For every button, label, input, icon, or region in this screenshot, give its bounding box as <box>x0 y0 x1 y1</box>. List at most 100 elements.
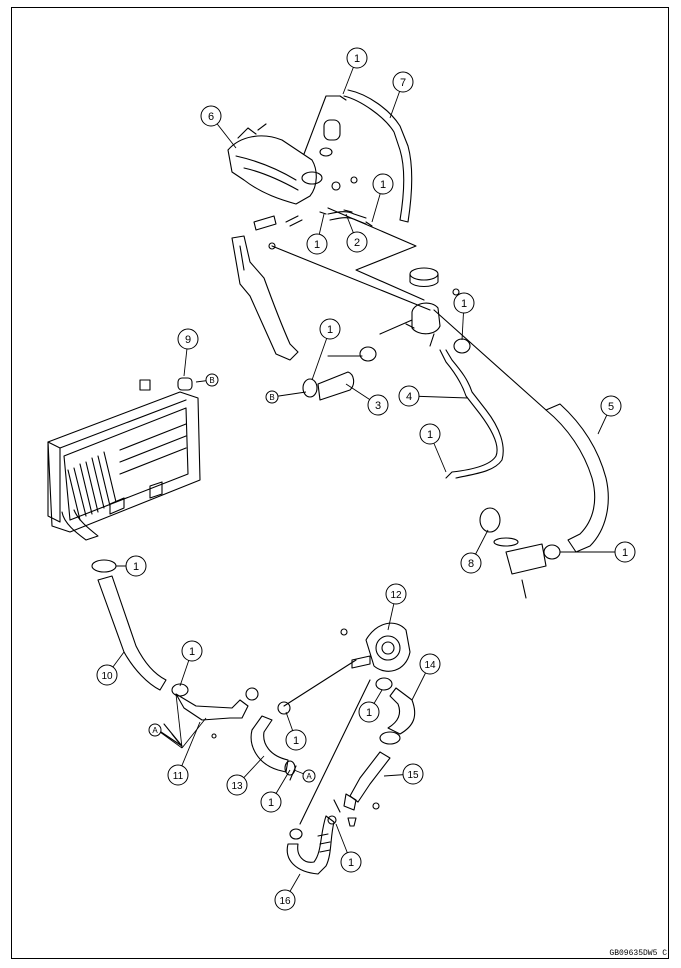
callout-circle <box>367 394 389 416</box>
callout-label: 11 <box>173 771 184 782</box>
callout-13: 13 <box>226 755 265 796</box>
callout-8: 8 <box>460 529 489 574</box>
callout-label: 9 <box>185 334 191 346</box>
callout-9: 9 <box>177 328 199 377</box>
callout-circle <box>260 791 282 813</box>
callout-1b: 1 <box>371 173 394 223</box>
callout-B2: B <box>265 390 307 404</box>
callout-10: 10 <box>96 651 125 686</box>
callout-A1-leaders <box>159 693 207 749</box>
callout-label: 14 <box>424 660 436 671</box>
bypass-hose <box>250 715 289 773</box>
callout-4: 4 <box>398 385 469 407</box>
callout-2: 2 <box>345 213 368 253</box>
callout-circle <box>200 105 222 127</box>
callout-circle <box>614 541 636 563</box>
callout-1k: 1 <box>358 689 383 723</box>
thermostat <box>479 507 561 599</box>
callout-label: 1 <box>366 707 372 719</box>
callout-label: 16 <box>279 896 291 907</box>
callout-circle <box>167 764 189 786</box>
callout-label: 1 <box>268 797 274 809</box>
callout-label: 1 <box>189 646 195 658</box>
callout-1h: 1 <box>116 555 147 577</box>
tank-bracket <box>231 215 299 361</box>
callout-circle <box>385 583 407 605</box>
callout-circle <box>600 395 622 417</box>
callout-circle <box>181 640 203 662</box>
callout-circle <box>340 851 362 873</box>
callout-label: A <box>306 772 312 781</box>
callout-1c: 1 <box>306 213 328 255</box>
large-hose <box>545 403 609 553</box>
callout-label: 8 <box>468 558 474 570</box>
callout-16: 16 <box>274 873 301 911</box>
callout-label: 1 <box>133 561 139 573</box>
callout-label: 1 <box>293 735 299 747</box>
callout-label: 4 <box>406 391 412 403</box>
callout-circle <box>419 653 441 675</box>
callout-1g: 1 <box>560 541 636 563</box>
callout-11: 11 <box>167 721 201 786</box>
callout-circle <box>274 889 296 911</box>
image-code: GB09635DW5 C <box>609 949 667 958</box>
thin-hose <box>439 349 504 479</box>
callout-label: 1 <box>354 53 360 65</box>
callout-label: 1 <box>461 298 467 310</box>
callout-circle <box>177 328 199 350</box>
callout-label: 1 <box>314 239 320 251</box>
callout-circle <box>96 664 118 686</box>
callout-A2: A <box>293 769 316 783</box>
callout-B1: B <box>195 373 219 387</box>
callout-label: 15 <box>407 770 419 781</box>
callout-label: 13 <box>231 781 243 792</box>
callout-1l: 1 <box>260 769 291 813</box>
callout-circle <box>392 71 414 93</box>
diagram-frame <box>11 7 669 959</box>
callout-3: 3 <box>345 383 389 416</box>
callout-circle <box>302 769 316 783</box>
callout-circle <box>319 318 341 340</box>
callout-label: 10 <box>101 671 113 682</box>
callout-1j: 1 <box>179 640 203 687</box>
callout-circle <box>346 231 368 253</box>
callout-circle <box>419 423 441 445</box>
callout-15: 15 <box>383 763 424 785</box>
callout-5: 5 <box>597 395 622 435</box>
callout-label: 12 <box>390 590 402 601</box>
lower-hose <box>286 815 335 875</box>
callout-label: 3 <box>375 400 381 412</box>
callout-circle <box>306 233 328 255</box>
radiator-outlet-hose <box>97 575 167 691</box>
water-pipe <box>175 693 249 721</box>
pump-inlet-hose <box>349 751 391 803</box>
callout-label: A <box>152 726 158 735</box>
callout-12: 12 <box>385 583 407 631</box>
callout-label: 6 <box>208 111 214 123</box>
callout-circle <box>358 701 380 723</box>
callout-label: 1 <box>427 429 433 441</box>
callout-1e: 1 <box>311 318 341 381</box>
callout-A1: A <box>148 723 162 737</box>
callout-circle <box>402 763 424 785</box>
callout-label: 1 <box>327 324 333 336</box>
callout-label: B <box>209 376 214 385</box>
callout-circle <box>265 390 279 404</box>
callout-label: 1 <box>622 547 628 559</box>
callout-circle <box>398 385 420 407</box>
callout-circle <box>372 173 394 195</box>
callout-circle <box>125 555 147 577</box>
water-pump <box>340 622 411 672</box>
radiator <box>47 377 201 541</box>
callout-circle <box>460 552 482 574</box>
callout-label: 5 <box>608 401 614 413</box>
callout-circle <box>148 723 162 737</box>
callout-label: 2 <box>354 237 360 249</box>
reserve-tank <box>227 119 358 205</box>
callout-1f: 1 <box>419 423 447 473</box>
callout-circle <box>226 774 248 796</box>
pump-outlet-hose <box>387 687 416 735</box>
